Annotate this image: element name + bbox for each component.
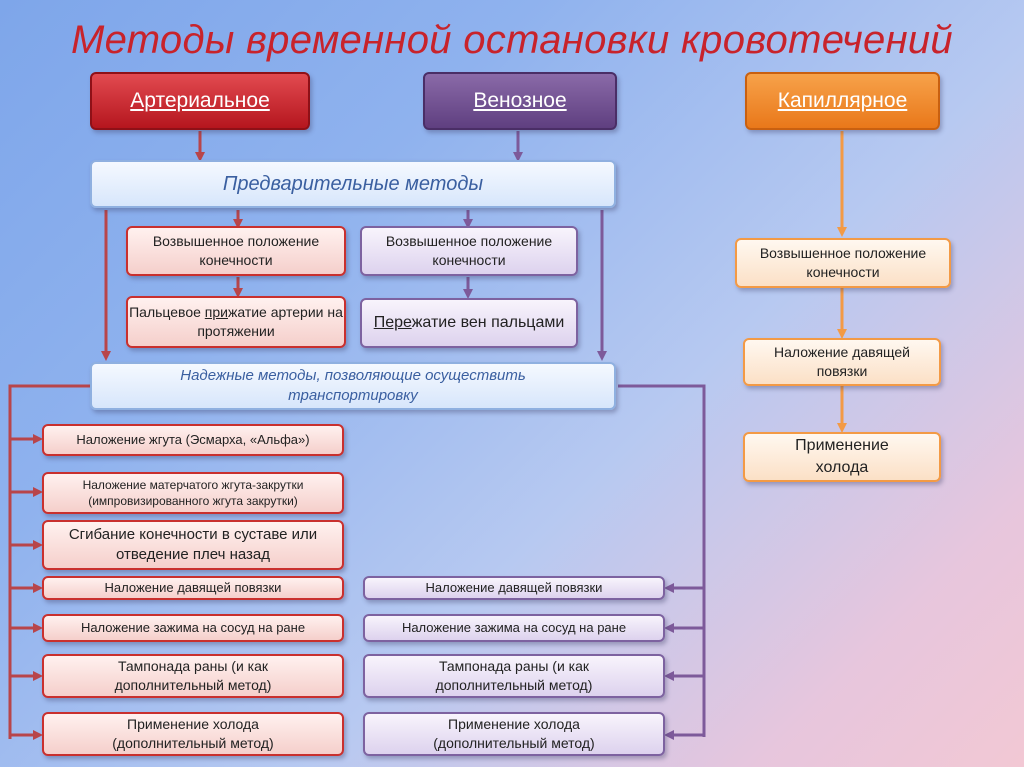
arterial-bracket-line (8, 384, 92, 739)
venous-reliable-item-3: Тампонада раны (и как дополнительный мет… (363, 654, 665, 698)
venous-reliable-item-4: Применение холода (дополнительный метод) (363, 712, 665, 756)
arterial-reliable-item-4: Наложение давящей повязки (42, 576, 344, 600)
page-title: Методы временной остановки кровотечений (71, 18, 953, 62)
arterial-reliable-item-1: Наложение жгута (Эсмарха, «Альфа») (42, 424, 344, 456)
arterial-reliable-item-6: Тампонада раны (и как дополнительный мет… (42, 654, 344, 698)
venous-reliable-item-1: Наложение давящей повязки (363, 576, 665, 600)
venous-finger-clamp: Пережатие вен пальцами (360, 298, 578, 348)
header-capillary: Капиллярное (745, 72, 940, 130)
header-venous: Венозное (423, 72, 617, 130)
arterial-reliable-item-5: Наложение зажима на сосуд на ране (42, 614, 344, 642)
arterial-reliable-item-3: Сгибание конечности в суставе или отведе… (42, 520, 344, 570)
arterial-elevated-position: Возвышенное положение конечности (126, 226, 346, 276)
arterial-finger-pressure: Пальцевое прижатие артерии на протяжении (126, 296, 346, 348)
capillary-pressure-bandage: Наложение давящей повязки (743, 338, 941, 386)
venous-bracket-line (618, 384, 706, 737)
venous-elevated-position: Возвышенное положение конечности (360, 226, 578, 276)
preliminary-methods: Предварительные методы (90, 160, 616, 208)
header-arterial: Артериальное (90, 72, 310, 130)
venous-reliable-item-2: Наложение зажима на сосуд на ране (363, 614, 665, 642)
capillary-elevated-position: Возвышенное положение конечности (735, 238, 951, 288)
capillary-cold: Применение холода (743, 432, 941, 482)
reliable-methods: Надежные методы, позволяющие осуществить… (90, 362, 616, 410)
arterial-reliable-item-2: Наложение матерчатого жгута-закрутки (им… (42, 472, 344, 514)
arterial-reliable-item-7: Применение холода (дополнительный метод) (42, 712, 344, 756)
